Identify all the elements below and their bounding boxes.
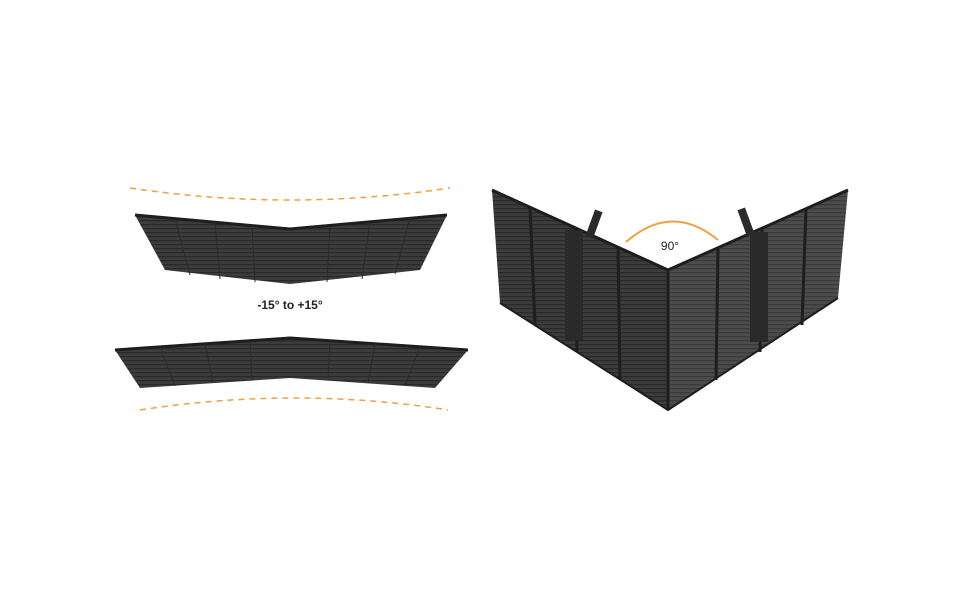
curve-guide-convex — [139, 397, 449, 411]
curve-guide-concave — [129, 187, 451, 201]
corner-angle-label: 90° — [660, 239, 680, 253]
corner-led-screen — [491, 188, 849, 412]
curve-range-label: -15° to +15° — [257, 298, 323, 312]
convex-led-screen — [114, 336, 469, 388]
concave-led-screen — [134, 213, 448, 284]
angle-arc — [625, 220, 719, 243]
